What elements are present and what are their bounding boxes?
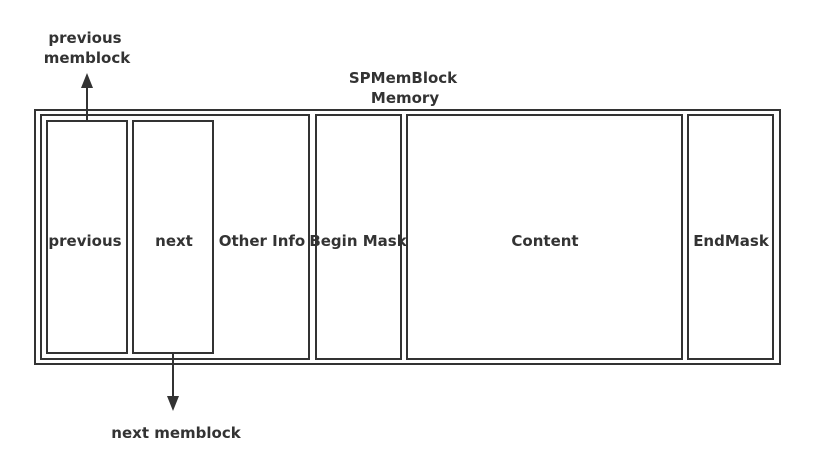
next-label: next (155, 232, 193, 250)
content-box (406, 114, 683, 360)
previous-arrow-head (81, 73, 93, 88)
other-info-label: Other Info (219, 232, 305, 250)
previous-memblock-label-line2: memblock (44, 49, 132, 67)
previous-label: previous (48, 232, 121, 250)
end-mask-box (687, 114, 774, 360)
diagram-title-line1: SPMemBlock (349, 69, 458, 87)
end-mask-label: EndMask (693, 232, 770, 250)
next-cell (132, 120, 214, 354)
previous-memblock-label-line1: previous (48, 29, 121, 47)
content-label: Content (511, 232, 578, 250)
next-arrow-head (167, 396, 179, 411)
next-memblock-label: next memblock (111, 424, 241, 442)
begin-mask-box (315, 114, 402, 360)
begin-mask-label: Begin Mask (309, 232, 407, 250)
diagram-title-line2: Memory (371, 89, 439, 107)
